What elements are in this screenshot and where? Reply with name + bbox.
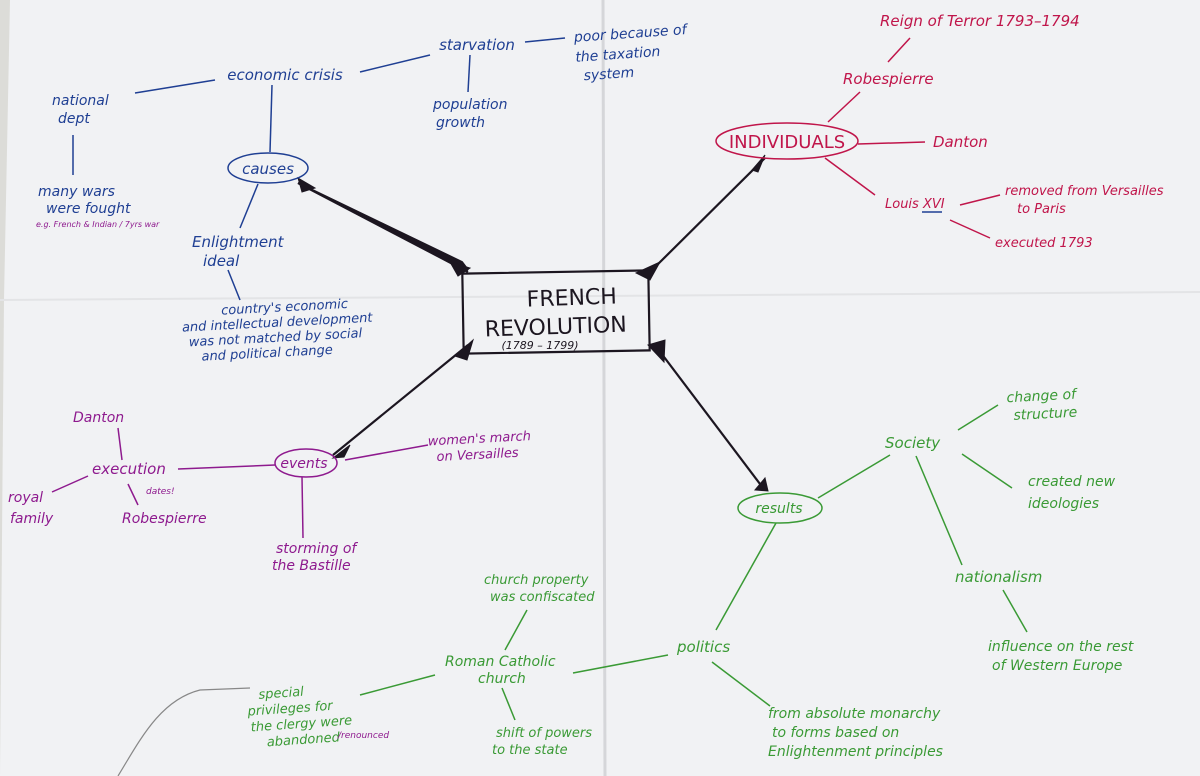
created-ideologies: created new ideologies (1028, 474, 1116, 512)
svg-text:dept: dept (58, 111, 90, 127)
svg-text:to Paris: to Paris (1017, 202, 1066, 217)
shift-of-powers: shift of powers to the state (492, 726, 592, 758)
svg-text:created new: created new (1028, 474, 1116, 490)
central-topic-box (461, 269, 651, 355)
causes-node: causes (242, 160, 294, 178)
svg-text:of Western Europe: of Western Europe (992, 658, 1122, 674)
robespierre-individual: Robespierre (843, 70, 934, 88)
svg-text:royal: royal (8, 490, 43, 506)
events-branch (51, 427, 429, 539)
nationalism: nationalism (955, 568, 1042, 586)
svg-text:church: church (478, 671, 526, 687)
paper-crease (0, 291, 1200, 301)
svg-text:storming of: storming of (276, 541, 358, 557)
storming-bastille: storming of the Bastille (272, 541, 358, 574)
svg-text:ideal: ideal (203, 252, 240, 270)
svg-text:abandoned: abandoned (266, 730, 341, 750)
svg-text:shift of powers: shift of powers (496, 726, 592, 741)
economic-crisis: economic crisis (227, 66, 343, 84)
svg-text:many wars: many wars (38, 184, 115, 200)
svg-text:and political change: and political change (201, 343, 333, 365)
svg-text:from absolute monarchy: from absolute monarchy (768, 706, 941, 722)
starvation: starvation (439, 36, 515, 54)
svg-text:were fought: were fought (46, 201, 131, 217)
svg-text:Roman Catholic: Roman Catholic (445, 654, 556, 670)
svg-text:the Bastille: the Bastille (272, 558, 351, 574)
politics: politics (676, 638, 730, 656)
results-node: results (755, 501, 802, 517)
svg-text:women's march: women's march (427, 429, 531, 449)
svg-text:ideologies: ideologies (1028, 496, 1099, 512)
svg-text:Enlightment: Enlightment (192, 233, 285, 251)
royal-family: royal family (8, 490, 54, 527)
special-privileges: special privileges for the clergy were a… (246, 685, 353, 751)
executed-1793: executed 1793 (995, 236, 1093, 251)
svg-text:church property: church property (484, 573, 589, 588)
svg-text:system: system (583, 65, 635, 84)
main-spokes (297, 154, 769, 492)
danton-individual: Danton (933, 133, 988, 151)
individuals-node: INDIVIDUALS (729, 132, 845, 153)
country-development: country's economic and intellectual deve… (182, 297, 374, 365)
svg-text:structure: structure (1013, 405, 1078, 424)
svg-text:the taxation: the taxation (575, 44, 661, 66)
central-dates: (1789 – 1799) (501, 339, 578, 352)
robespierre-event: Robespierre (122, 511, 207, 527)
renounced-note: /renounced (337, 731, 389, 741)
roman-catholic-church: Roman Catholic church (445, 654, 556, 687)
danton-event: Danton (73, 410, 124, 426)
removed-versailles: removed from Versailles to Paris (1005, 184, 1164, 217)
wars-note: e.g. French & Indian / 7yrs war (36, 220, 160, 229)
svg-text:on Versailles: on Versailles (436, 446, 519, 465)
population-growth: population growth (432, 97, 508, 131)
paper-fold (601, 0, 607, 776)
svg-text:country's economic: country's economic (221, 297, 349, 319)
results-branch (359, 404, 1028, 721)
central-title-line1: FRENCH (526, 284, 617, 312)
society: Society (885, 434, 941, 452)
svg-text:population: population (432, 97, 508, 113)
causes-branch (72, 37, 566, 301)
svg-text:Enlightenment principles: Enlightenment principles (768, 744, 943, 760)
enlightment-ideal: Enlightment ideal (192, 233, 285, 270)
church-property: church property was confiscated (484, 573, 595, 605)
many-wars: many wars were fought (38, 184, 131, 217)
louis-xvi: Louis XVI (885, 197, 945, 212)
svg-text:growth: growth (436, 115, 485, 131)
svg-text:the clergy were: the clergy were (250, 713, 352, 735)
individuals-branch (715, 37, 1001, 239)
svg-text:removed from Versailles: removed from Versailles (1005, 184, 1164, 199)
svg-text:family: family (10, 511, 54, 527)
svg-text:privileges for: privileges for (246, 699, 335, 720)
central-title-line2: REVOLUTION (484, 313, 627, 343)
absolute-monarchy: from absolute monarchy to forms based on… (768, 706, 943, 760)
svg-text:special: special (258, 685, 305, 703)
svg-text:was confiscated: was confiscated (490, 590, 595, 605)
influence-europe: influence on the rest of Western Europe (988, 639, 1134, 674)
svg-text:influence on the rest: influence on the rest (988, 639, 1134, 655)
svg-text:national: national (52, 93, 109, 109)
execution: execution (92, 460, 166, 478)
reign-of-terror: Reign of Terror 1793–1794 (880, 12, 1080, 30)
change-of-structure: change of structure (1006, 387, 1078, 424)
svg-text:to the state: to the state (492, 743, 568, 758)
stray-pencil-mark (117, 687, 251, 776)
national-dept: national dept (52, 93, 109, 127)
svg-text:change of: change of (1006, 387, 1078, 407)
svg-text:to forms based on: to forms based on (772, 725, 899, 741)
events-node: events (280, 456, 327, 472)
womens-march: women's march on Versailles (427, 429, 531, 465)
dates-note: dates! (146, 487, 175, 497)
